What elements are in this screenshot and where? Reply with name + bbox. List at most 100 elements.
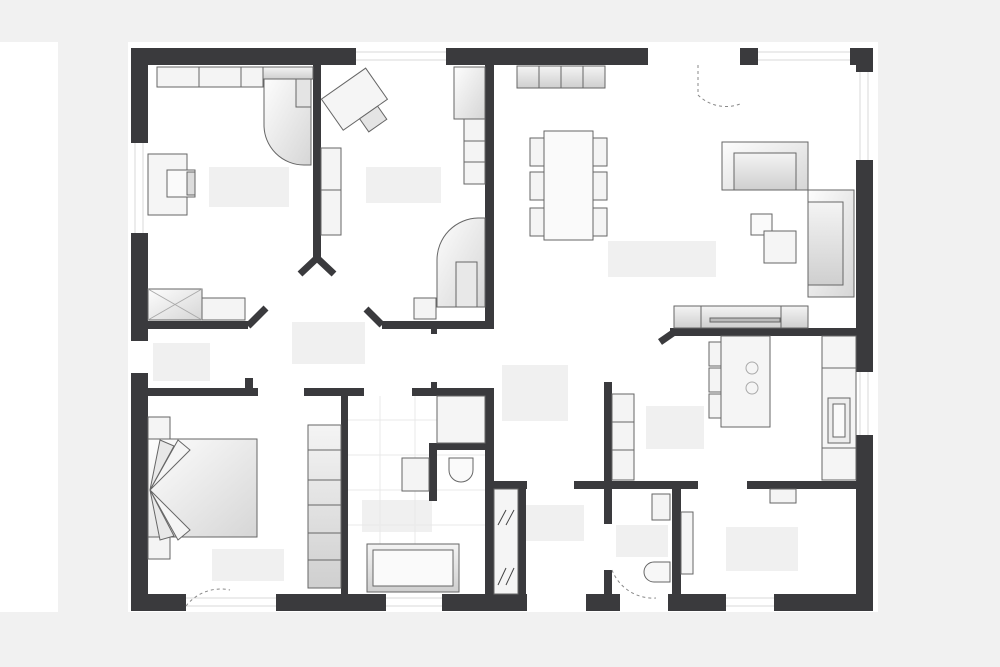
dining-table	[543, 130, 594, 241]
wc-door	[611, 569, 657, 599]
wall-right-1	[856, 160, 873, 372]
office-left-sideboard	[201, 297, 246, 321]
wall-left-1	[131, 48, 148, 143]
wall-bath-inner-top	[429, 443, 487, 450]
wall-wc-right	[672, 481, 681, 598]
window-bottom-2	[386, 597, 442, 607]
wall-office-left-bottom	[148, 321, 248, 329]
wall-bedroom-bath	[341, 388, 348, 598]
room-label-office-right	[366, 167, 441, 203]
wall-bedroom-top	[148, 388, 258, 396]
wall-office-living	[485, 65, 494, 327]
wall-bottom-2	[276, 594, 386, 611]
corridor-wardrobe	[611, 393, 635, 481]
wall-top-left	[131, 48, 356, 65]
wall-bottom-6	[774, 594, 873, 611]
wall-bedroom-top-stub	[245, 378, 253, 392]
angled-walls	[245, 255, 675, 345]
front-door	[697, 65, 741, 107]
window-right-2	[859, 372, 869, 435]
wall-bath-inner	[429, 443, 437, 501]
room-label-placeholders	[153, 167, 798, 581]
corner-desk-monitor	[295, 78, 312, 108]
window-top-1	[356, 51, 446, 61]
wall-wc-bottom-stub	[604, 570, 612, 600]
bath-toilet	[448, 457, 474, 483]
wall-wc-top	[574, 481, 698, 489]
bath-vanity	[401, 457, 430, 492]
furniture	[147, 65, 857, 595]
room-label-wc	[616, 525, 668, 557]
wall-top-stub	[740, 48, 758, 65]
office-right-cabinet	[463, 118, 486, 185]
bed-pillow-2	[149, 489, 191, 541]
wall-bottom-4	[586, 594, 620, 611]
wall-right-2	[856, 435, 873, 611]
tv-icon	[709, 317, 781, 323]
wall-kitchen-top	[670, 328, 856, 336]
tv-sideboard	[673, 305, 809, 329]
storage-shelves	[493, 488, 519, 595]
storage-shelf-lines	[497, 509, 515, 586]
kitchen-island	[720, 335, 771, 428]
wall-angled-office	[297, 255, 337, 277]
coffee-table-small	[750, 213, 773, 236]
wall-bath-top-left	[304, 388, 364, 396]
office-right-desk	[320, 67, 389, 133]
walls	[131, 48, 873, 611]
wall-bath-right	[485, 388, 494, 598]
window-bottom-1	[186, 597, 276, 607]
wall-bath-top-right	[412, 388, 494, 396]
wall-office-right-bottom	[382, 321, 494, 329]
wall-angled-kitchen	[658, 330, 675, 345]
wall-utility-top	[747, 481, 857, 489]
room-label-bedroom	[212, 549, 284, 581]
nightstand-top	[147, 416, 171, 440]
office-right-wardrobe	[453, 66, 486, 120]
bedroom-door	[185, 588, 231, 607]
room-label-entry	[153, 343, 210, 381]
cooktop-icon	[745, 361, 759, 395]
wall-top-middle	[446, 48, 648, 65]
utility-counter	[680, 511, 694, 575]
bath-shower	[436, 395, 486, 444]
office-right-chair	[413, 297, 437, 320]
wall-bottom-5	[668, 594, 726, 611]
utility-shelf	[769, 488, 797, 504]
living-top-cabinets	[516, 65, 606, 89]
wall-corridor-right	[604, 382, 612, 524]
coffee-table	[763, 230, 797, 264]
room-label-hallway	[292, 322, 365, 364]
office-left-cabinets	[156, 66, 314, 88]
room-label-utility	[726, 527, 798, 571]
left-margin-panel	[0, 42, 58, 612]
wall-left-2	[131, 233, 148, 341]
room-label-living	[608, 241, 716, 277]
wall-bottom-1	[131, 594, 186, 611]
room-label-kitchen	[646, 406, 704, 449]
wall-bottom-3	[442, 594, 527, 611]
wc-toilet	[643, 561, 671, 583]
room-label-office-left	[209, 167, 289, 207]
bar-stools	[708, 341, 722, 419]
wall-office-right-stub	[431, 321, 437, 334]
wall-office-divider	[313, 65, 321, 260]
room-label-bathroom	[362, 500, 432, 532]
wall-angled-left	[245, 305, 269, 329]
nightstand-bottom	[147, 536, 171, 560]
wall-angled-right	[363, 306, 385, 328]
wall-left-3	[131, 373, 148, 611]
wall-storage-right	[518, 481, 526, 599]
dining-chairs	[529, 137, 608, 237]
wall-storage-top	[494, 481, 527, 489]
window-right	[859, 72, 869, 160]
office-right-shelf	[320, 147, 342, 236]
bedroom-wardrobe	[307, 424, 342, 589]
doors	[185, 65, 741, 607]
window-top-2	[758, 51, 850, 61]
window-bottom-3	[726, 597, 774, 607]
window-left	[134, 143, 144, 233]
wall-bath-stub	[431, 382, 437, 392]
